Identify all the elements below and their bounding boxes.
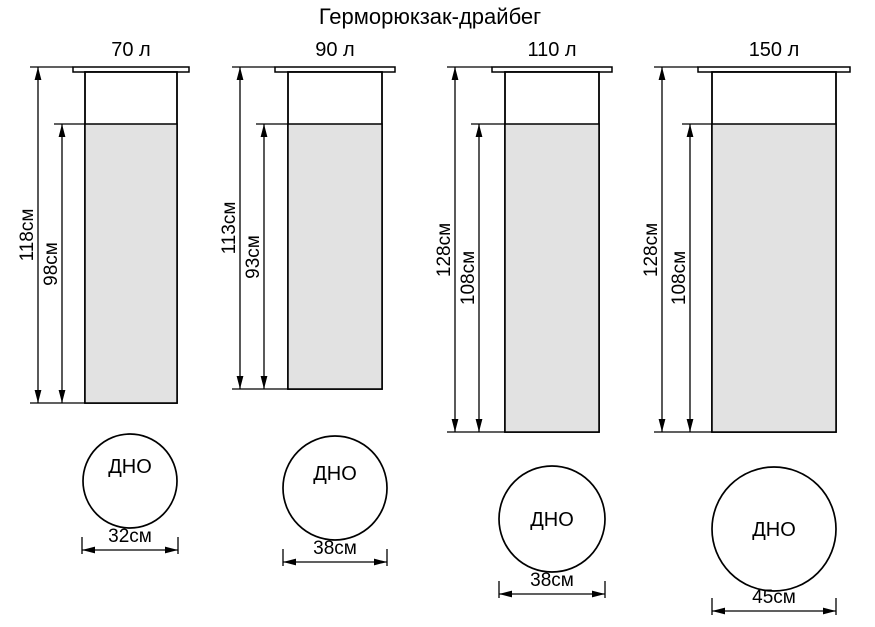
volume-label: 110 л: [527, 39, 576, 61]
total-height-label: 118см: [17, 209, 38, 262]
bottom-label: ДНО: [752, 519, 796, 541]
body-height-label: 108см: [458, 251, 479, 305]
body-height-label: 98см: [41, 242, 62, 286]
diameter-label: 38см: [530, 570, 574, 591]
bottom-label: ДНО: [313, 463, 357, 485]
total-height-label: 128см: [434, 223, 455, 277]
bag-gray-section: [287, 123, 383, 390]
bag-column-150l: 150 л 128см 108см ДНО 45см: [641, 39, 851, 615]
volume-label: 70 л: [111, 39, 150, 61]
bag-gray-section: [711, 123, 837, 433]
total-height-label: 113см: [219, 202, 240, 255]
bag-column-90l: 90 л 113см 93см ДНО 38см: [219, 39, 396, 566]
bottom-circle: [82, 433, 178, 529]
volume-label: 150 л: [749, 39, 800, 61]
bag-column-110l: 110 л 128см 108см ДНО 38см: [434, 39, 613, 598]
bag-gray-section: [84, 123, 178, 404]
diameter-label: 32см: [108, 526, 152, 547]
bottom-circle: [498, 465, 606, 573]
volume-label: 90 л: [315, 39, 354, 61]
page-title: Герморюкзак-драйбег: [319, 4, 541, 29]
bag-column-70l: 70 л 118см 98см ДНО 32см: [17, 39, 190, 554]
bottom-circle: [282, 435, 388, 541]
total-height-label: 128см: [641, 223, 662, 277]
diameter-label: 38см: [313, 538, 357, 559]
bottom-label: ДНО: [108, 456, 152, 478]
bag-gray-section: [504, 123, 600, 433]
body-height-label: 93см: [243, 235, 264, 279]
bottom-label: ДНО: [530, 509, 574, 531]
diameter-label: 45см: [752, 587, 796, 608]
bottom-circle: [711, 466, 837, 592]
body-height-label: 108см: [669, 251, 690, 305]
